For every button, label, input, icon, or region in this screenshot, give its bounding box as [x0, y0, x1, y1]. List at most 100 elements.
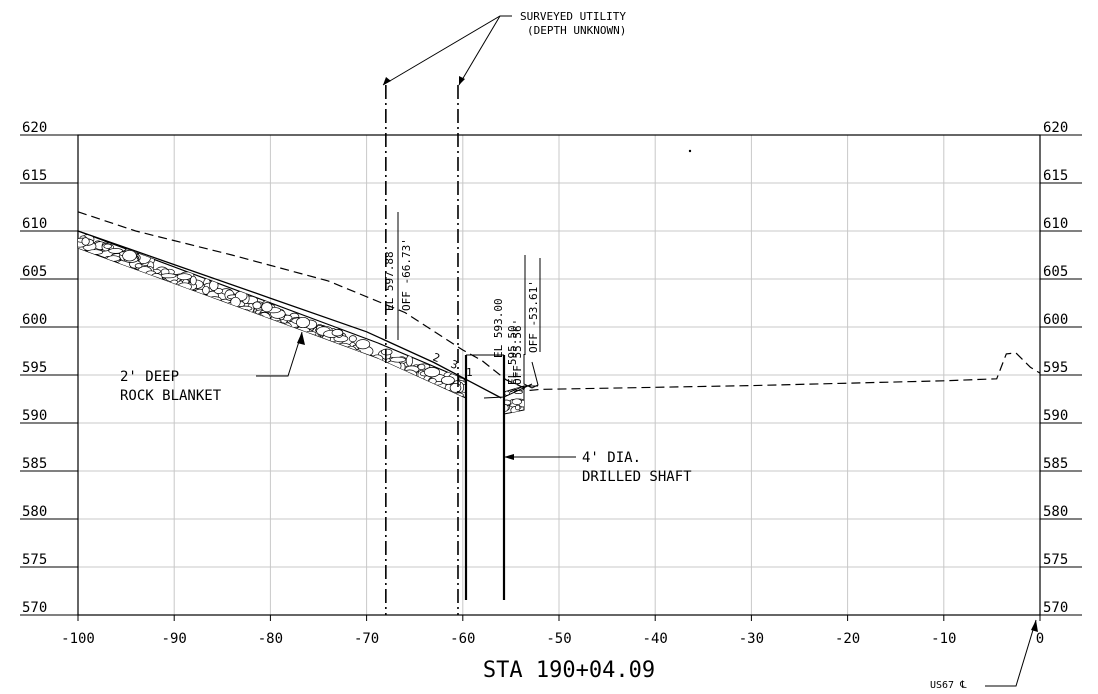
rock: [514, 404, 521, 411]
shaft-callout: 4' DIA. DRILLED SHAFT: [504, 450, 692, 485]
rock: [355, 339, 371, 350]
station-tick-label: -100: [61, 631, 95, 647]
rock: [189, 290, 197, 296]
drilled-shaft: [464, 354, 539, 600]
elev-label-left: 570: [22, 600, 47, 616]
rock: [230, 296, 241, 308]
rock: [252, 301, 262, 310]
elev-label-left: 620: [22, 120, 47, 136]
rock: [449, 383, 462, 393]
station-tick-label: -70: [354, 631, 379, 647]
centerline-callout: US67 ℄: [930, 619, 1038, 691]
shaft-callout-line2: DRILLED SHAFT: [582, 469, 692, 485]
elev-label-right: 600: [1043, 312, 1068, 328]
utility-leader-1: [382, 15, 512, 86]
elev-label-2: EL 593.00: [492, 298, 505, 358]
elev-label-left: 610: [22, 216, 47, 232]
station-tick-label: -10: [931, 631, 956, 647]
elev-label-left: 580: [22, 504, 47, 520]
utility-callout-line1: SURVEYED UTILITY: [520, 10, 626, 23]
elev-label-1: EL 597.88: [383, 251, 396, 311]
elev-label-right: 590: [1043, 408, 1068, 424]
rock: [103, 243, 112, 249]
survey-point: [688, 149, 692, 153]
rock: [189, 275, 197, 286]
proposed-slope-line: [77, 230, 502, 399]
rock: [177, 282, 192, 292]
grid-lines: [77, 134, 1041, 616]
rock: [202, 285, 210, 295]
elev-label-3: EL 595.50: [506, 325, 519, 385]
rock: [511, 398, 522, 405]
slope-mark-2: 2: [431, 351, 442, 365]
station-tick-label: -50: [546, 631, 571, 647]
rock-blanket-callout: 2' DEEP ROCK BLANKET: [120, 331, 305, 404]
elev-label-right: 585: [1043, 456, 1068, 472]
elev-label-left: 600: [22, 312, 47, 328]
rock-callout-line2: ROCK BLANKET: [120, 388, 222, 404]
rock: [417, 363, 426, 371]
elev-label-left: 590: [22, 408, 47, 424]
utility-arrowhead-2: [459, 76, 465, 85]
offset-label-1: OFF -66.73': [400, 238, 413, 311]
elev-label-right: 580: [1043, 504, 1068, 520]
station-tick-label: -90: [162, 631, 187, 647]
shaft-arrowhead: [504, 454, 514, 460]
rock: [159, 273, 177, 279]
rock: [348, 335, 357, 343]
utility-callout-line2: (DEPTH UNKNOWN): [527, 24, 626, 37]
slope-mark-1: 1: [466, 366, 473, 379]
elev-label-left: 595: [22, 360, 47, 376]
elev-label-right: 615: [1043, 168, 1068, 184]
rock: [380, 348, 393, 356]
elev-label-left: 615: [22, 168, 47, 184]
rock: [261, 302, 273, 313]
elev-label-right: 595: [1043, 360, 1068, 376]
shaft-callout-line1: 4' DIA.: [582, 450, 641, 466]
station-label: STA 190+04.09: [483, 658, 655, 683]
rock: [150, 273, 163, 284]
rock: [270, 322, 287, 327]
rock: [504, 404, 509, 412]
elev-label-right: 575: [1043, 552, 1068, 568]
rock: [344, 348, 362, 356]
station-tick-label: -80: [258, 631, 283, 647]
station-tick-label: -20: [835, 631, 860, 647]
rock: [106, 255, 121, 262]
elev-label-right: 620: [1043, 120, 1068, 136]
elev-label-left: 585: [22, 456, 47, 472]
rock: [134, 263, 143, 269]
slope-mark-3: 3: [449, 358, 460, 372]
station-tick-label: -30: [739, 631, 764, 647]
elev-label-right: 605: [1043, 264, 1068, 280]
elev-label-left: 575: [22, 552, 47, 568]
offset-reference-lines: [397, 212, 541, 370]
rock: [441, 375, 455, 385]
rock: [250, 314, 264, 320]
rock: [176, 273, 192, 281]
elev-label-left: 605: [22, 264, 47, 280]
rock-leader: [256, 331, 303, 377]
utility-leader-2: [458, 15, 501, 86]
offset-label-3: OFF 55.56': [511, 319, 524, 385]
station-tick-label: 0: [1036, 631, 1044, 647]
elev-label-right: 610: [1043, 216, 1068, 232]
rock: [331, 329, 344, 337]
rock: [122, 250, 137, 262]
rock-callout-line1: 2' DEEP: [120, 369, 179, 385]
left-elevation-axis: 620 615 610 605 600 595 590 585 580 575 570: [20, 120, 78, 616]
rock: [423, 367, 441, 378]
rock: [81, 237, 90, 246]
rock-arrowhead: [297, 332, 305, 345]
rock: [207, 296, 222, 303]
rock: [209, 280, 219, 291]
rock: [86, 249, 104, 255]
centerline-arrowhead: [1031, 620, 1038, 632]
utility-lines: [382, 15, 512, 615]
station-tick-label: -60: [450, 631, 475, 647]
rock: [258, 312, 271, 324]
centerline-leader: [985, 619, 1037, 687]
